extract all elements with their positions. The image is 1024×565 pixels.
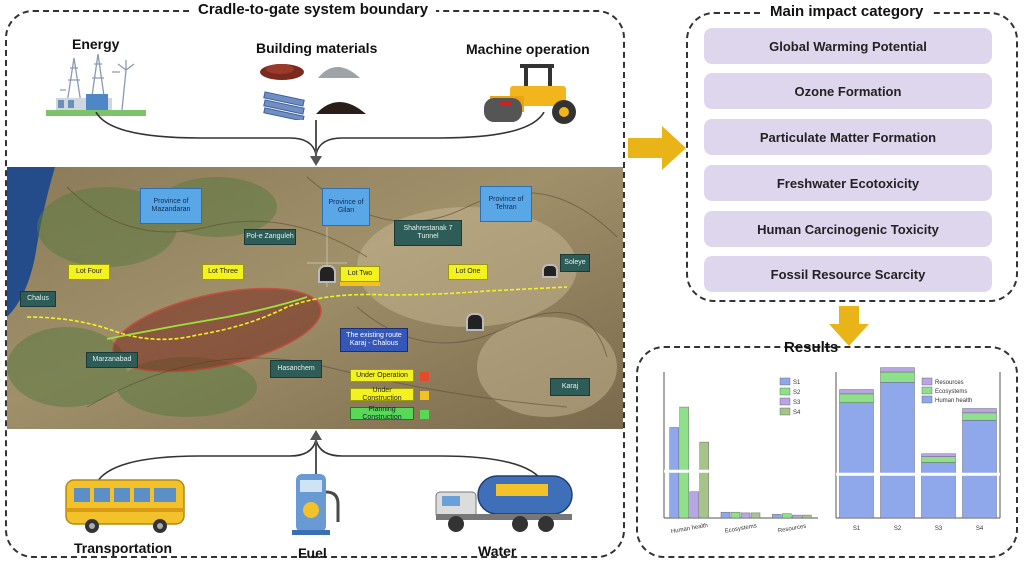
x-tick-label: S4: [976, 526, 984, 532]
legend-label: S3: [793, 400, 801, 406]
fuel-label: Fuel: [298, 545, 327, 561]
bar: [802, 514, 812, 519]
map-label-shahrestanak: Shahrestanak 7 Tunnel: [394, 220, 462, 246]
impact-ozone-formation: Ozone Formation: [704, 73, 992, 109]
map-label-existing-route: The existing route Karaj - Chalous: [340, 328, 408, 352]
water-label: Water: [478, 543, 517, 559]
energy-label: Energy: [72, 36, 120, 52]
stacked-bar-segment: [839, 393, 874, 403]
map-label-lot-four: Lot Four: [68, 264, 110, 280]
legend-swatch: [779, 397, 791, 406]
impact-human-carcinogenic: Human Carcinogenic Toxicity: [704, 211, 992, 247]
bar: [740, 512, 751, 519]
map-label-chalus: Chalus: [20, 291, 56, 307]
water-truck-icon: [435, 475, 573, 532]
bar: [792, 514, 802, 519]
fuel-pump-icon: [292, 474, 340, 535]
map-label-mazandaran: Province of Mazandaran: [140, 188, 202, 224]
tunnel-marker-icon: [542, 264, 558, 278]
map-label-pol-e-zanguleh: Pol-e Zanguleh: [244, 229, 296, 245]
bar: [750, 512, 761, 519]
stacked-bar-segment: [880, 382, 915, 519]
legend-swatch-planning: [420, 410, 429, 419]
x-tick-label: Resources: [778, 524, 807, 535]
energy-icon: [46, 53, 146, 116]
building-materials-icon: [260, 64, 366, 120]
legend-swatch: [779, 377, 791, 386]
legend-label: Ecosystems: [935, 389, 967, 395]
bar: [699, 441, 709, 519]
map-label-karaj: Karaj: [550, 378, 590, 396]
legend-swatch-operation: [420, 372, 429, 381]
x-tick-label: Ecosystems: [724, 523, 757, 535]
impact-freshwater-ecotoxicity: Freshwater Ecotoxicity: [704, 165, 992, 201]
arrow-right-icon: [628, 126, 686, 170]
bar: [720, 511, 731, 519]
impact-global-warming: Global Warming Potential: [704, 28, 992, 64]
legend-swatch: [921, 377, 933, 386]
map-label-marzanabad: Marzanabad: [86, 352, 138, 368]
impact-particulate-matter: Particulate Matter Formation: [704, 119, 992, 155]
map-label-gilan: Province of Gilan: [322, 188, 370, 226]
impact-fossil-resource: Fossil Resource Scarcity: [704, 256, 992, 292]
machine-operation-label: Machine operation: [466, 41, 590, 57]
stacked-bar-segment: [880, 371, 915, 383]
map-label-lot-three: Lot Three: [202, 264, 244, 280]
legend-label: Resources: [935, 380, 964, 386]
arrow-down-big-icon: [829, 306, 869, 346]
map-legend-under-operation: Under Operation: [350, 369, 414, 382]
results-box: [636, 346, 1018, 558]
legend-swatch-construction: [420, 391, 429, 400]
legend-swatch: [921, 395, 933, 404]
x-tick-label: S2: [894, 526, 902, 532]
arrow-down-icon: [310, 120, 322, 166]
stacked-bar-segment: [839, 389, 874, 395]
bar: [679, 406, 689, 519]
bar: [730, 511, 741, 519]
stacked-bar-segment: [962, 419, 997, 519]
map-lot-two-underline: [340, 282, 380, 286]
x-tick-label: Human health: [671, 523, 709, 535]
map-legend-under-construction: Under Construction: [350, 387, 414, 402]
stacked-bar-segment: [921, 462, 956, 519]
bar: [689, 491, 699, 519]
map-label-hasanchem: Hasanchem: [270, 360, 322, 378]
road-roller-icon: [484, 64, 576, 124]
tunnel-marker-icon: [466, 313, 484, 331]
map-label-soleye: Soleye: [560, 254, 590, 272]
stacked-bar-segment: [921, 456, 956, 463]
impact-title: Main impact category: [762, 3, 932, 20]
stacked-bar-segment: [921, 453, 956, 457]
legend-swatch: [779, 407, 791, 416]
map-label-lot-two: Lot Two: [340, 266, 380, 282]
stacked-bar-segment: [962, 408, 997, 414]
bar: [772, 514, 782, 519]
bus-icon: [65, 479, 185, 533]
legend-label: S1: [793, 380, 801, 386]
x-tick-label: S3: [935, 526, 943, 532]
map-label-lot-one: Lot One: [448, 264, 488, 280]
boundary-title: Cradle-to-gate system boundary: [190, 1, 437, 18]
tunnel-marker-icon: [318, 265, 336, 283]
arrow-up-icon: [310, 430, 322, 478]
x-tick-label: S1: [853, 526, 861, 532]
results-title: Results: [784, 339, 839, 356]
transportation-label: Transportation: [74, 540, 173, 556]
legend-label: S4: [793, 410, 801, 416]
stacked-bar-segment: [880, 367, 915, 373]
legend-swatch: [921, 386, 933, 395]
map-legend-planning-construction: Planning Construction: [350, 406, 414, 421]
map-label-tehran: Province of Tehran: [480, 186, 532, 222]
bar: [782, 513, 792, 519]
legend-swatch: [779, 387, 791, 396]
stacked-bar-segment: [839, 402, 874, 519]
legend-label: S2: [793, 390, 801, 396]
building-materials-label: Building materials: [256, 40, 378, 56]
stacked-bar-segment: [962, 412, 997, 421]
legend-label: Human health: [935, 398, 972, 404]
